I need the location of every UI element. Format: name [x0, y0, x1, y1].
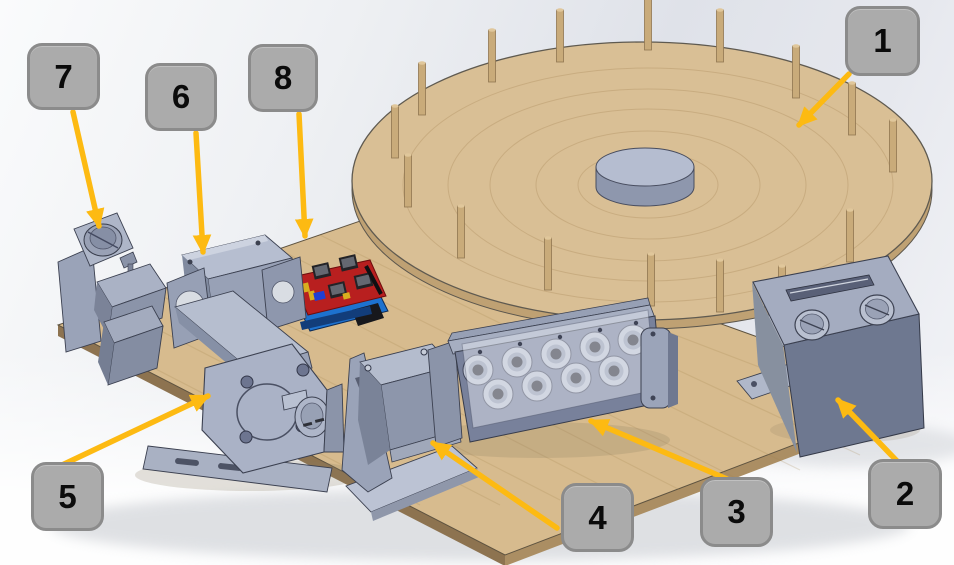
callout-2-arrow [835, 397, 900, 464]
disc-pegs [391, 0, 897, 319]
callout-8-arrow [294, 111, 314, 239]
callout-3-number: 3 [727, 493, 746, 530]
callout-1: 1 [845, 6, 920, 76]
callout-1-arrow [796, 71, 852, 128]
callout-arrows [57, 71, 900, 531]
peg [846, 208, 854, 263]
guide-blocks [94, 263, 167, 386]
stepper-driver-modules [311, 254, 374, 299]
callout-4: 4 [561, 483, 634, 552]
callout-8: 8 [248, 44, 318, 112]
disc-center-hub [595, 147, 695, 207]
knob [859, 294, 895, 326]
peg [544, 236, 552, 291]
callout-3: 3 [700, 477, 773, 547]
callout-5-number: 5 [58, 477, 77, 515]
callout-7: 7 [27, 43, 100, 110]
peg [418, 61, 426, 116]
callout-1-number: 1 [873, 22, 892, 59]
roller-guide-block [427, 297, 678, 448]
callout-2: 2 [868, 459, 942, 529]
peg-disc-turntable [351, 0, 933, 330]
peg [488, 28, 496, 83]
callout-6-number: 6 [171, 78, 191, 115]
peg [792, 44, 800, 99]
callout-6: 6 [145, 63, 217, 131]
callout-8-number: 8 [273, 59, 293, 96]
peg [457, 204, 465, 259]
knob [794, 309, 830, 341]
peg [716, 258, 724, 313]
gearmotor-with-coupling [142, 290, 345, 493]
plate-screws [239, 363, 310, 444]
peg [404, 153, 412, 208]
callout-6-arrow [192, 130, 212, 255]
callout-2-number: 2 [895, 475, 915, 512]
control-panel-box [736, 255, 925, 458]
peg [716, 8, 724, 63]
peg [647, 252, 655, 307]
callout-3-arrow [588, 418, 730, 482]
callout-5-arrow [57, 393, 211, 469]
callout-7-number: 7 [54, 57, 73, 95]
callout-4-arrow [430, 440, 560, 531]
peg [889, 118, 897, 173]
peg [644, 0, 652, 51]
peg [848, 81, 856, 136]
disc-grain [402, 67, 894, 303]
peg [556, 8, 564, 63]
callout-5: 5 [31, 462, 104, 531]
callout-7-arrow [70, 109, 105, 229]
peg [391, 104, 399, 159]
callout-4-number: 4 [588, 498, 607, 536]
